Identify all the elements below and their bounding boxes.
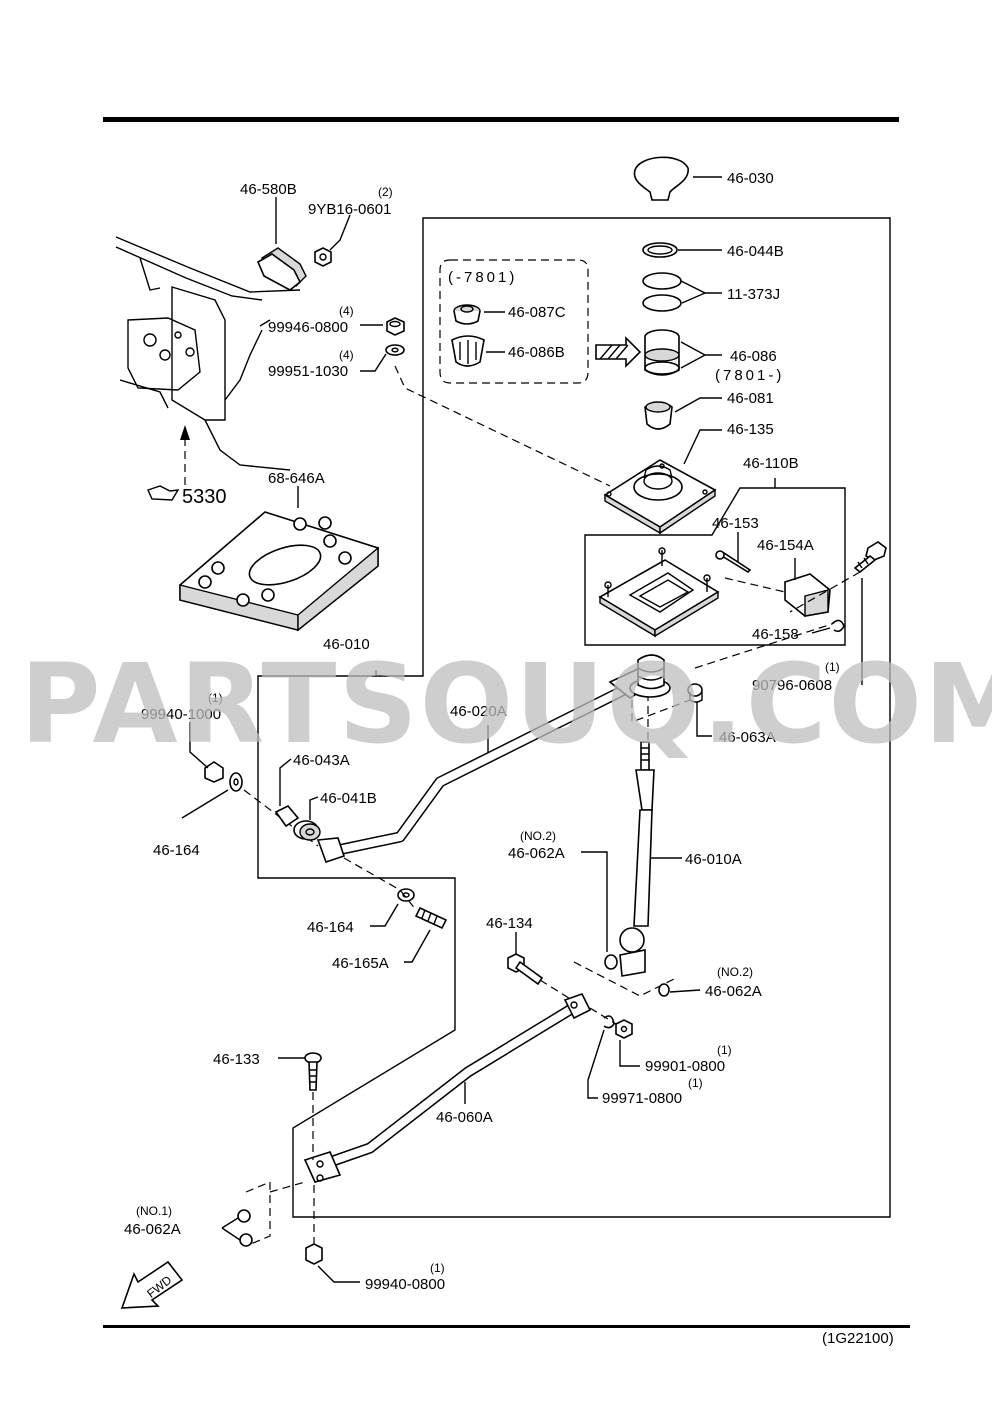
nut-99946-0800[interactable] [386, 317, 405, 336]
clip-46-158[interactable] [831, 619, 845, 633]
label-46-062A-no2-a: 46-062A [508, 845, 565, 862]
label-99940-0800: 99940-0800 [365, 1276, 445, 1293]
bolt-46-134[interactable] [507, 953, 544, 986]
qty-99946-0800: (4) [339, 304, 354, 318]
label-9YB16-0601: 9YB16-0601 [308, 201, 391, 218]
box-46-110B [584, 487, 846, 646]
label-46-020A: 46-020A [450, 703, 507, 720]
nut-9YB16-0601[interactable] [314, 247, 332, 267]
label-68-646A: 68-646A [268, 470, 325, 487]
label-46-081: 46-081 [727, 390, 774, 407]
label-46-062A-no2-b: 46-062A [705, 983, 762, 1000]
label-46-062A-no1: 46-062A [124, 1221, 181, 1238]
label-46-164-a: 46-164 [153, 842, 200, 859]
snap-ring-46-044B[interactable] [642, 242, 678, 258]
block-46-154A[interactable] [784, 573, 831, 617]
hatched-arrow [595, 336, 642, 368]
top-rule [103, 117, 899, 122]
bolt-90796-0608[interactable] [853, 541, 887, 574]
plate-46-110B[interactable] [598, 547, 720, 638]
label-46-044B: 46-044B [727, 243, 784, 260]
label-46-154A: 46-154A [757, 537, 814, 554]
label-46-134: 46-134 [486, 915, 533, 932]
label-46-086-7801: (7801-) [715, 367, 784, 384]
label-46-060A: 46-060A [436, 1109, 493, 1126]
label-99951-1030: 99951-1030 [268, 363, 348, 380]
label-46-030: 46-030 [727, 170, 774, 187]
label-46-158: 46-158 [752, 626, 799, 643]
cover-plate-46-580B[interactable] [256, 247, 307, 291]
nut-99901-0800[interactable] [615, 1019, 633, 1039]
label-5330: 5330 [182, 486, 227, 508]
bottom-rule [103, 1325, 910, 1328]
bushing-46-062A-no2-a[interactable] [604, 954, 618, 970]
shift-rod-46-020A[interactable] [316, 654, 671, 864]
box-7801 [439, 259, 589, 384]
nut-99940-1000[interactable] [204, 761, 224, 783]
label-46-010: 46-010 [323, 636, 370, 653]
bushing-46-041B[interactable] [293, 820, 321, 841]
label-99940-1000: 99940-1000 [141, 706, 221, 723]
nut-99940-0800[interactable] [305, 1243, 323, 1265]
pin-46-153[interactable] [715, 550, 752, 574]
label-46-010A: 46-010A [685, 851, 742, 868]
qty-46-062A-no1: (NO.1) [136, 1204, 172, 1218]
label-46-087C: 46-087C [508, 304, 566, 321]
washer-46-164-a[interactable] [229, 772, 243, 792]
qty-46-062A-no2-b: (NO.2) [717, 965, 753, 979]
collar-46-043A[interactable] [274, 805, 300, 828]
bolt-46-133[interactable] [304, 1052, 322, 1091]
qty-99901-0800: (1) [717, 1043, 732, 1057]
bushing-46-086[interactable] [644, 329, 680, 376]
shift-knob-46-030[interactable] [633, 156, 689, 201]
ref-5330-arrow [147, 425, 190, 501]
clip-99971-0800[interactable] [603, 1015, 615, 1029]
label-46-041B: 46-041B [320, 790, 377, 807]
label-46-164-b: 46-164 [307, 919, 354, 936]
assembly-frame [257, 217, 891, 1218]
label-99971-0800: 99971-0800 [602, 1090, 682, 1107]
qty-90796-0608: (1) [825, 660, 840, 674]
qty-99940-1000: (1) [208, 691, 223, 705]
shift-rod-46-060A[interactable] [303, 993, 592, 1183]
watermark: PARTSOUQ.COM [20, 640, 992, 768]
washer-99951-1030[interactable] [385, 344, 405, 356]
qty-99951-1030: (4) [339, 348, 354, 362]
label-46-086: 46-086 [730, 348, 777, 365]
o-rings-11-373J[interactable] [642, 272, 682, 312]
qty-99940-0800: (1) [430, 1261, 445, 1275]
qty-9YB16-0601: (2) [378, 185, 393, 199]
bushing-46-063A[interactable] [687, 683, 703, 703]
label-46-110B: 46-110B [743, 455, 799, 472]
fwd-arrow: FWD [120, 1260, 184, 1309]
bushing-46-081[interactable] [644, 401, 673, 430]
label-46-133: 46-133 [213, 1051, 260, 1068]
label-46-043A: 46-043A [293, 752, 350, 769]
label-11-373J: 11-373J [727, 286, 780, 303]
plate-68-646A[interactable] [179, 511, 379, 632]
label-46-165A: 46-165A [332, 955, 389, 972]
floor-panel-drawing [115, 236, 301, 471]
boot-plate-46-135[interactable] [603, 459, 717, 535]
label-46-135: 46-135 [727, 421, 774, 438]
shift-lever-46-010A[interactable] [619, 741, 655, 977]
qty-99971-0800: (1) [688, 1076, 703, 1090]
label-box-7801: (-7801) [448, 269, 517, 286]
label-99946-0800: 99946-0800 [268, 319, 348, 336]
bushing-46-062A-no2-b[interactable] [658, 983, 670, 997]
diagram-code: (1G22100) [822, 1330, 894, 1347]
label-99901-0800: 99901-0800 [645, 1058, 725, 1075]
stud-46-165A[interactable] [414, 906, 448, 930]
label-90796-0608: 90796-0608 [752, 677, 832, 694]
label-46-153: 46-153 [712, 515, 759, 532]
bushing-46-086B[interactable] [451, 335, 485, 367]
label-46-063A: 46-063A [719, 729, 776, 746]
label-46-086B: 46-086B [508, 344, 565, 361]
bushing-46-087C[interactable] [453, 304, 481, 325]
bushing-46-062A-no1[interactable] [237, 1209, 253, 1247]
label-46-580B: 46-580B [240, 181, 297, 198]
qty-46-062A-no2-a: (NO.2) [520, 829, 556, 843]
